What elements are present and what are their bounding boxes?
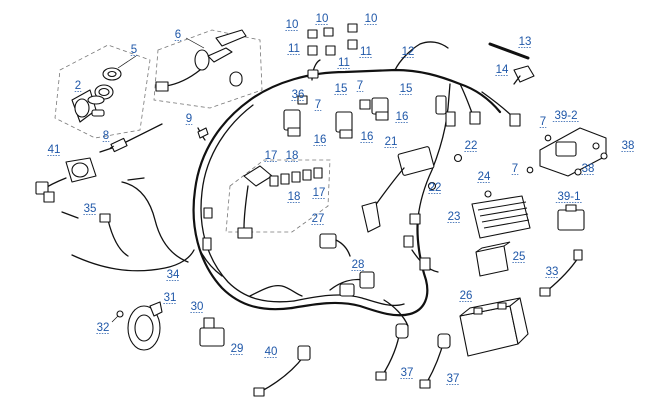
callout-c38a: 38 <box>622 140 635 152</box>
callout-c38b: 38 <box>582 163 595 175</box>
handlebar-switch <box>35 157 97 203</box>
callout-c37a: 37 <box>401 367 414 379</box>
rectifier-regulator <box>471 190 531 239</box>
callout-c41: 41 <box>48 144 61 156</box>
cable-34-35 <box>61 177 195 272</box>
connectors-27-28 <box>319 233 375 297</box>
callout-c11c: 11 <box>360 46 372 58</box>
callout-c15b: 15 <box>400 83 413 95</box>
fuse-box <box>225 159 331 239</box>
callout-c11b: 11 <box>338 57 350 69</box>
callout-c29: 29 <box>231 343 244 355</box>
parts-13-14 <box>488 42 535 85</box>
callout-c21: 21 <box>385 136 398 148</box>
callout-c16a: 16 <box>314 134 327 146</box>
callout-c7c: 7 <box>540 116 546 128</box>
callout-c36: 36 <box>292 89 305 101</box>
callout-c16c: 16 <box>396 111 409 123</box>
callout-c8: 8 <box>103 130 109 142</box>
callout-c12: 12 <box>402 46 415 58</box>
callout-c2: 2 <box>75 80 81 92</box>
callout-c5: 5 <box>131 44 137 56</box>
callout-c11a: 11 <box>288 43 300 55</box>
callout-c34: 34 <box>167 269 180 281</box>
callout-c7a: 7 <box>315 99 321 111</box>
cable-40 <box>253 345 311 397</box>
callout-c24: 24 <box>478 171 491 183</box>
callout-c22a: 22 <box>465 140 478 152</box>
callout-c18b: 18 <box>288 191 301 203</box>
cables-37 <box>375 323 451 389</box>
callout-c31: 31 <box>164 292 177 304</box>
battery <box>459 297 529 357</box>
callout-c7b: 7 <box>357 80 363 92</box>
callout-c17a: 17 <box>265 150 278 162</box>
ignition-coil <box>361 146 435 233</box>
callout-c39_2: 39-2 <box>554 110 577 122</box>
callout-c37b: 37 <box>447 373 460 385</box>
callout-c10b: 10 <box>316 13 329 25</box>
cable-33 <box>539 249 583 297</box>
callout-c18a: 18 <box>286 150 299 162</box>
part-39-1 <box>557 204 585 231</box>
callout-c25: 25 <box>513 251 526 263</box>
mounting-bracket-39-2 <box>526 127 608 177</box>
callout-c26: 26 <box>460 290 473 302</box>
small-connectors-10-11 <box>307 23 358 56</box>
callout-c17b: 17 <box>313 187 326 199</box>
callout-labels: 5 6 2 10 10 10 11 11 11 12 13 14 36 7 15 7 15 16 16 16 8 9 41 1… <box>47 13 635 385</box>
callout-c6: 6 <box>175 29 181 41</box>
part-25 <box>475 241 511 277</box>
callout-c15a: 15 <box>335 83 348 95</box>
callout-c39_1: 39-1 <box>557 191 580 203</box>
relays-16-36 <box>283 97 389 139</box>
sensor-probe <box>99 123 163 153</box>
callout-c32: 32 <box>97 322 110 334</box>
callout-c28: 28 <box>352 259 365 271</box>
callout-c27: 27 <box>312 213 325 225</box>
callout-c10c: 10 <box>365 13 378 25</box>
callout-c10a: 10 <box>286 19 299 31</box>
callout-c9: 9 <box>186 113 192 125</box>
ignition-switch-assembly <box>54 44 151 139</box>
callout-c23: 23 <box>448 211 461 223</box>
callout-c30: 30 <box>191 301 204 313</box>
horn <box>111 301 163 351</box>
switch-connector-assembly <box>153 29 263 109</box>
relay-29-30 <box>199 317 225 347</box>
callout-c33: 33 <box>546 266 559 278</box>
bolts-22 <box>427 153 463 191</box>
callout-c16b: 16 <box>361 131 374 143</box>
callout-c35: 35 <box>84 203 97 215</box>
callout-c7d: 7 <box>512 163 518 175</box>
callout-c13: 13 <box>519 36 532 48</box>
callout-c22b: 22 <box>429 182 442 194</box>
screw-9 <box>197 127 209 139</box>
callout-c40: 40 <box>265 346 278 358</box>
callout-c14: 14 <box>496 64 509 76</box>
